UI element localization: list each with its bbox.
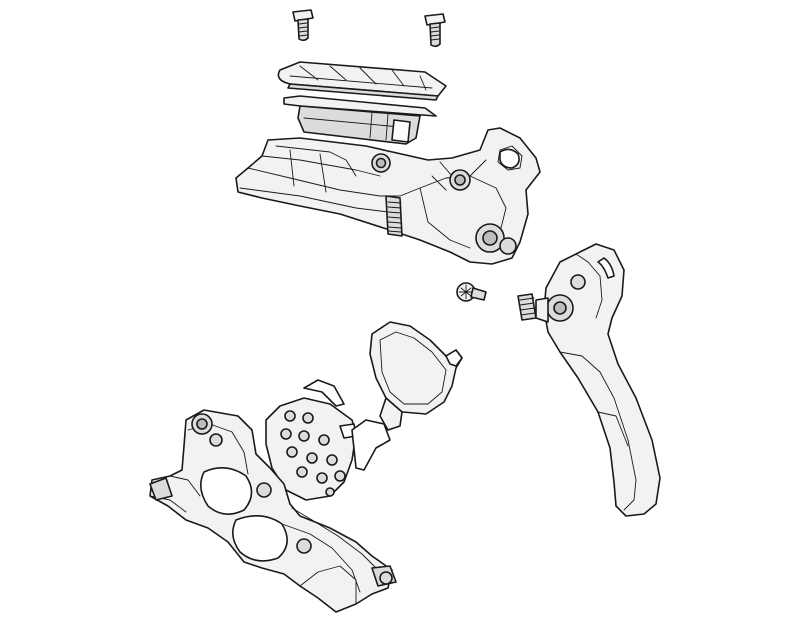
- brake-pad-right: [369, 321, 463, 431]
- reservoir-diaphragm: [283, 95, 437, 145]
- lid-screw-left: [292, 9, 314, 42]
- brake-lever-blade: [517, 243, 661, 517]
- brake-pad-left: [265, 379, 391, 501]
- contact-adjust-bolt: [449, 169, 471, 191]
- lid-screw-right: [424, 13, 446, 48]
- reach-adjust-bolt: [371, 153, 391, 173]
- barrel-adjuster: [385, 195, 403, 237]
- reservoir-cap: [277, 61, 447, 101]
- caliper-body: [149, 409, 397, 613]
- clamp-bolt: [475, 223, 517, 255]
- pivot-bolt: [456, 282, 487, 302]
